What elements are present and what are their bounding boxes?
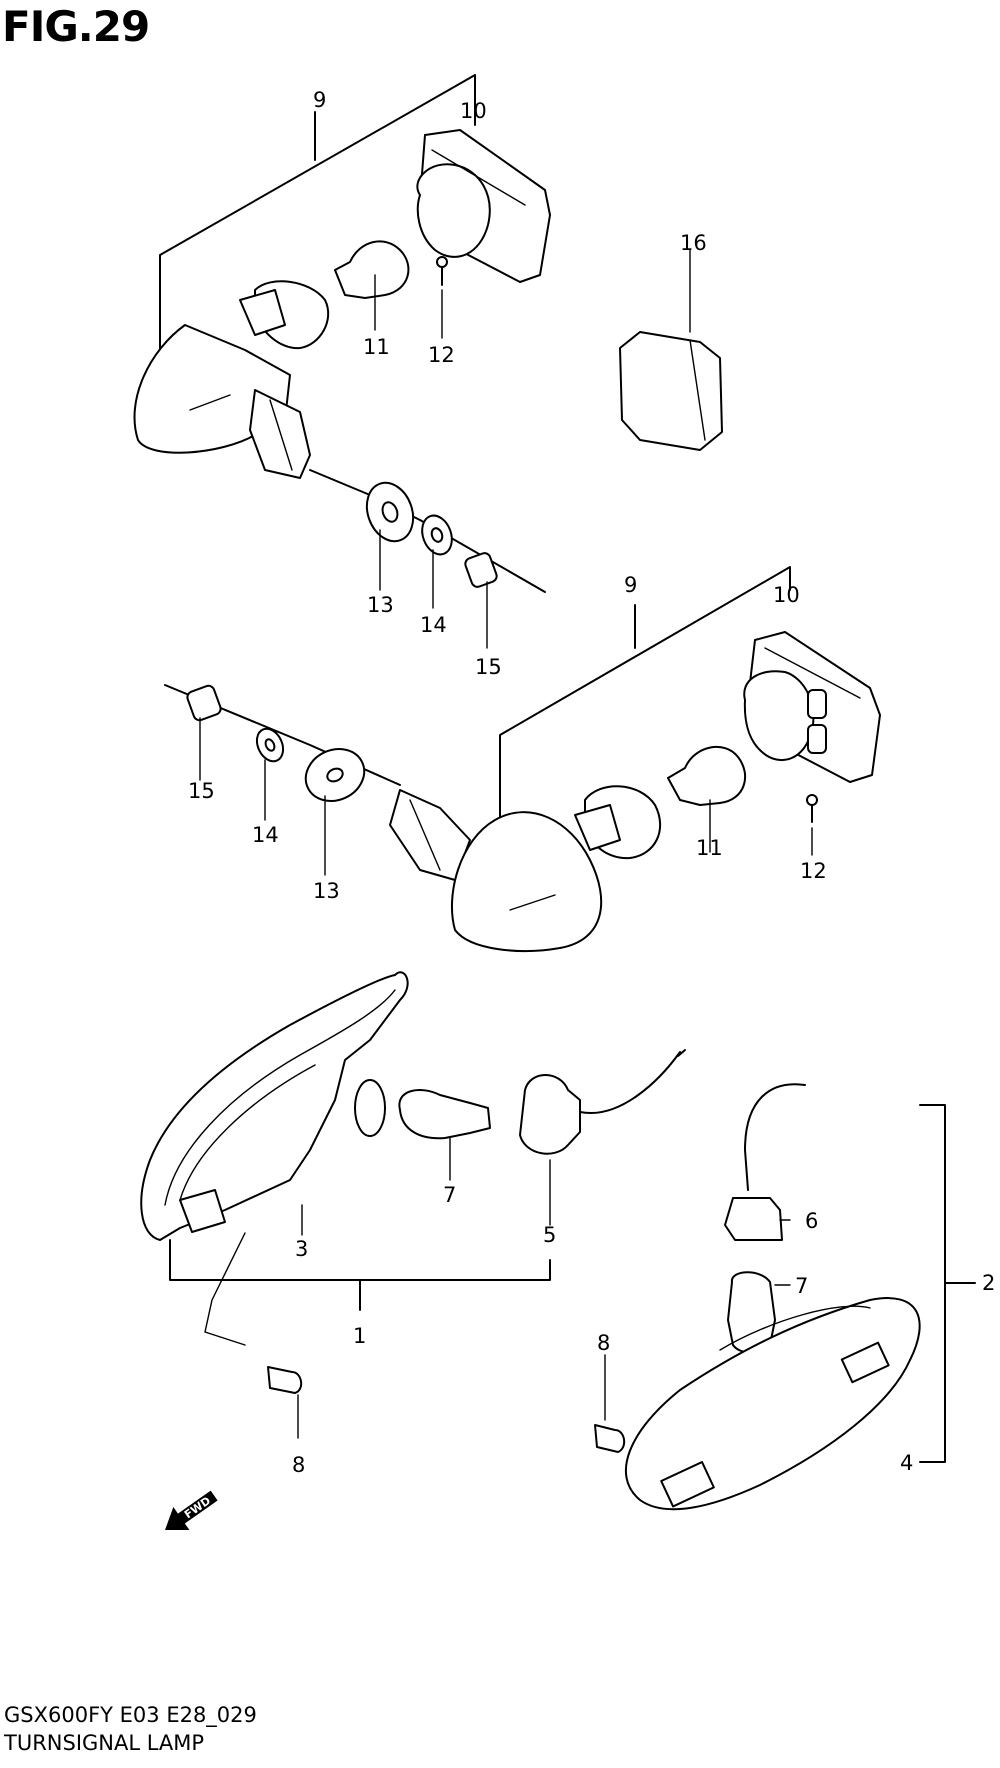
grommet-15-lower	[186, 684, 222, 722]
callout-13-upper: 13	[367, 593, 394, 617]
grommet-15-upper	[464, 552, 498, 588]
callout-16: 16	[680, 231, 707, 255]
lamp-body-lower	[451, 811, 603, 952]
socket-5	[519, 1074, 581, 1155]
socket-6	[724, 1197, 783, 1241]
turn-signal-lower-assembly	[164, 566, 881, 952]
callout-7-left: 7	[443, 1183, 456, 1207]
fwd-arrow-icon: FWD	[165, 1490, 218, 1530]
part-group-name: TURNSIGNAL LAMP	[4, 1731, 205, 1755]
lens-4	[624, 1297, 921, 1511]
callout-12-upper: 12	[428, 343, 455, 367]
screw-12-lower	[806, 794, 818, 806]
callout-7-right: 7	[795, 1274, 808, 1298]
callout-8-right: 8	[597, 1331, 610, 1355]
callout-2: 2	[982, 1271, 995, 1295]
callout-10-upper: 10	[460, 99, 487, 123]
callout-10-lower: 10	[773, 583, 800, 607]
callout-11-upper: 11	[363, 335, 390, 359]
front-turn-signal-left	[140, 971, 686, 1439]
turn-signal-upper-assembly	[133, 74, 723, 649]
model-code: GSX600FY E03 E28_029	[4, 1703, 257, 1727]
screw-8-right	[594, 1424, 626, 1453]
callout-9-lower: 9	[624, 573, 637, 597]
callout-12-lower: 12	[800, 859, 827, 883]
callout-14-lower: 14	[252, 823, 279, 847]
socket-hole	[354, 1079, 386, 1137]
callout-13-lower: 13	[313, 879, 340, 903]
callout-1: 1	[353, 1324, 366, 1348]
figure-title: FIG.29	[2, 2, 150, 51]
callout-6: 6	[805, 1209, 818, 1233]
callout-15-lower: 15	[188, 779, 215, 803]
callout-8-left: 8	[292, 1453, 305, 1477]
callout-11-lower: 11	[696, 836, 723, 860]
callout-15-upper: 15	[475, 655, 502, 679]
bulb-upper	[334, 240, 410, 299]
lens-16	[619, 331, 723, 451]
lamp-housing-3	[140, 971, 409, 1241]
callout-9-upper: 9	[313, 88, 326, 112]
screw-8-left	[267, 1366, 303, 1394]
front-turn-signal-right	[594, 1083, 976, 1511]
callout-3: 3	[295, 1237, 308, 1261]
screw-12-upper	[436, 256, 448, 268]
fwd-label: FWD	[182, 1494, 213, 1521]
bulb-7-front-left	[398, 1089, 491, 1140]
callout-5: 5	[543, 1223, 556, 1247]
callout-4: 4	[900, 1451, 913, 1475]
callout-14-upper: 14	[420, 613, 447, 637]
bulb-lower	[667, 746, 747, 806]
